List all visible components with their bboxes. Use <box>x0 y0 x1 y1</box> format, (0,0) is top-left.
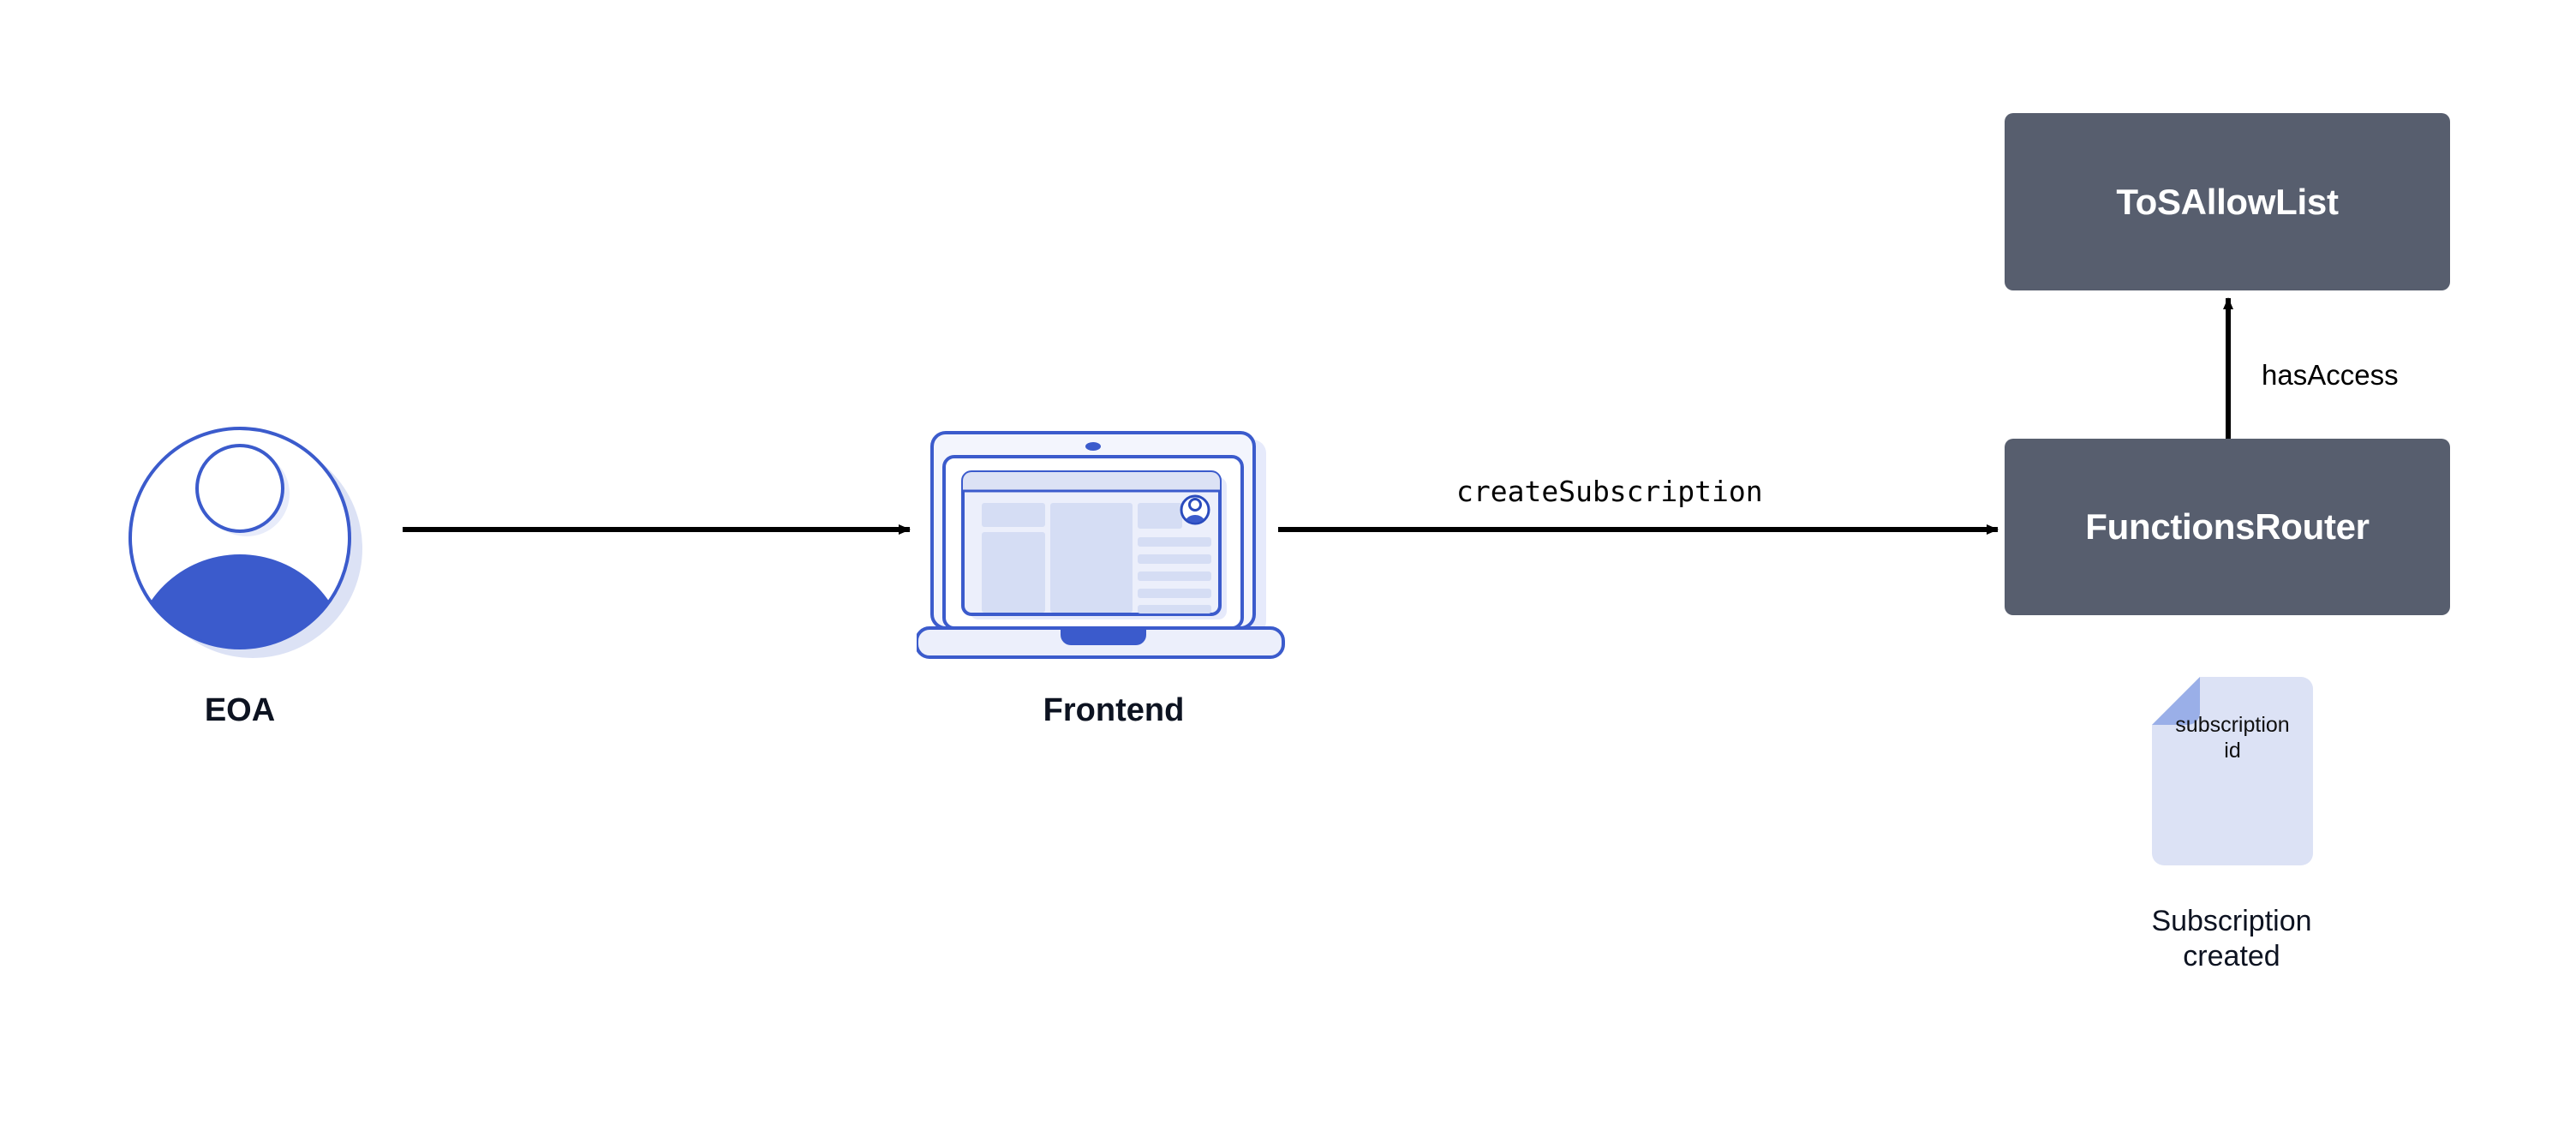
document-text: subscription id <box>2175 713 2289 763</box>
laptop-icon <box>917 431 1285 659</box>
subscription-document-node[interactable]: subscription id <box>2150 675 2315 871</box>
edge-label-has-access: hasAccess <box>2262 359 2399 391</box>
document-text-line-1: subscription <box>2175 713 2289 737</box>
frontend-caption: Frontend <box>1043 692 1185 728</box>
contract-box-functions-router[interactable]: FunctionsRouter <box>2005 439 2450 615</box>
document-icon <box>2152 677 2313 865</box>
contract-box-tos-allow-list-label: ToSAllowList <box>2116 181 2339 222</box>
edge-label-create-subscription: createSubscription <box>1456 475 1763 508</box>
frontend-node[interactable] <box>917 424 1311 673</box>
eoa-node[interactable] <box>120 411 368 668</box>
user-avatar-icon <box>129 427 362 658</box>
document-text-line-2: id <box>2224 739 2240 763</box>
contract-box-functions-router-label: FunctionsRouter <box>2085 506 2370 547</box>
contract-box-tos-allow-list[interactable]: ToSAllowList <box>2005 113 2450 290</box>
eoa-caption: EOA <box>204 692 276 728</box>
subscription-created-caption: Subscription created <box>2151 905 2312 973</box>
app-avatar-icon <box>1180 494 1210 525</box>
